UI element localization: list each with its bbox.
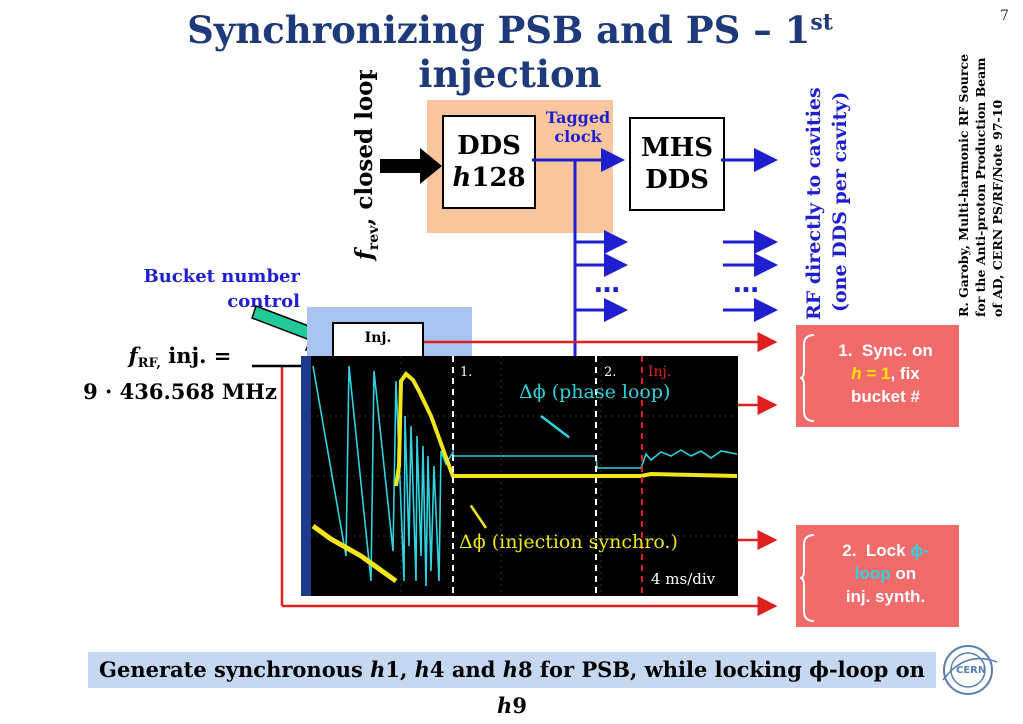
sync-note-box: 1. Sync. on h = 1, fix bucket # bbox=[796, 325, 959, 427]
frf-injection-label: fRF, inj. = 9 · 436.568 MHz bbox=[83, 343, 277, 404]
scope-traces: 1. 2. Inj. Δϕ (phase loop) Δϕ (injection… bbox=[301, 356, 738, 596]
reference-line-3: of AD, CERN PS/RF/Note 97-10 bbox=[990, 100, 1005, 317]
mhs-dds-box: MHS DDS bbox=[629, 117, 725, 211]
bucket-number-control-label: Bucket number control bbox=[143, 266, 300, 312]
marker-1: 1. bbox=[460, 365, 472, 380]
svg-text:(one DDS per cavity): (one DDS per cavity) bbox=[829, 92, 851, 312]
slide-title: Synchronizing PSB and PS – 1st injection bbox=[187, 8, 833, 96]
bottom-summary: Generate synchronous h1, h4 and h8 for P… bbox=[99, 657, 925, 718]
red-signal-lines bbox=[252, 332, 778, 616]
page-number: 7 bbox=[1000, 8, 1009, 24]
timebase-label: 4 ms/div bbox=[651, 570, 716, 588]
phase-loop-label: Δϕ (phase loop) bbox=[519, 381, 670, 403]
inj-box: Inj. bbox=[332, 322, 424, 362]
clock-distribution-arrows: … … bbox=[532, 148, 778, 356]
injection-synchro-label: Δϕ (injection synchro.) bbox=[459, 531, 678, 553]
brace-icon bbox=[800, 534, 815, 622]
reference-line-2: for the Anti-proton Production Beam bbox=[973, 58, 988, 317]
marker-2: 2. bbox=[604, 365, 616, 380]
frev-closed-loop-label: frev, closed loop bbox=[335, 64, 385, 265]
input-arrow bbox=[380, 148, 442, 184]
svg-text:RF directly to cavities: RF directly to cavities bbox=[803, 87, 825, 320]
ellipsis-2: … bbox=[733, 269, 759, 299]
bottom-bar-background bbox=[88, 652, 936, 688]
rf-to-cavities-label: RF directly to cavities (one DDS per cav… bbox=[790, 85, 860, 325]
tagged-clock-label: Tagged clock bbox=[545, 108, 611, 146]
dds-h128-box: DDS h128 bbox=[442, 115, 536, 209]
oscilloscope-screenshot: 1. 2. Inj. Δϕ (phase loop) Δϕ (injection… bbox=[301, 356, 738, 596]
reference-line-1: R. Garoby, Multi-harmonic RF Source bbox=[956, 54, 971, 317]
cern-logo: CERN bbox=[935, 640, 1005, 700]
lock-note-box: 2. Lock ϕ- loop on inj. synth. bbox=[796, 525, 959, 627]
marker-inj: Inj. bbox=[648, 364, 671, 380]
ellipsis-1: … bbox=[594, 269, 620, 299]
reference-note: R. Garoby, Multi-harmonic RF Source for … bbox=[948, 42, 1018, 322]
logo-text: CERN bbox=[956, 665, 986, 676]
brace-icon bbox=[800, 334, 815, 422]
